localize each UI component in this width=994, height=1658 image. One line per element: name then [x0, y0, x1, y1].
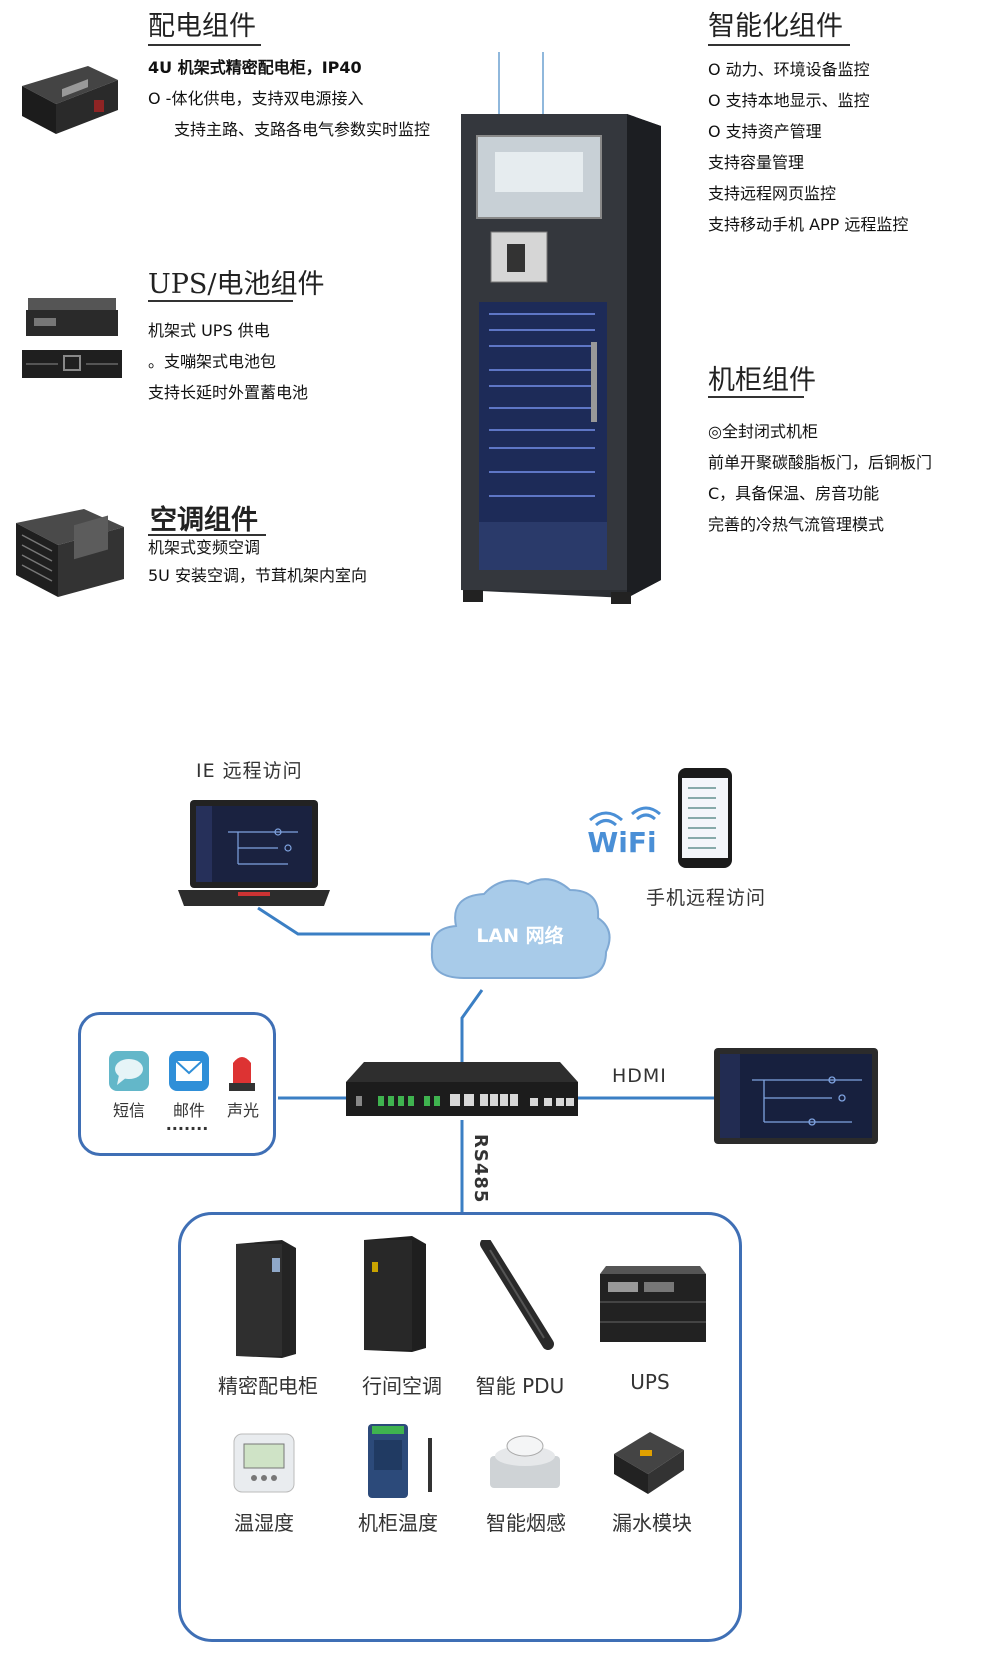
inrow-ac-image: [364, 1236, 426, 1352]
wifi-icon: WiFi: [587, 806, 661, 858]
cabinet-temperature-sensor-image: [368, 1424, 432, 1498]
device-label-smoke: 智能烟感: [486, 1511, 566, 1535]
sms-label: 短信: [112, 1101, 145, 1120]
power-distribution-unit-image: [22, 66, 118, 134]
local-display-image: [714, 1048, 878, 1144]
device-label-pdu-cabinet: 精密配电柜: [218, 1374, 318, 1398]
device-label-ups: UPS: [630, 1370, 670, 1394]
smart-feature-6: 支持移动手机 APP 远程监控: [708, 215, 909, 234]
micro-module-cabinet-image: [461, 52, 661, 604]
cabinet-title-underline: [708, 396, 804, 398]
smart-component-title: 智能化组件: [708, 11, 843, 42]
device-label-cabinet-temp: 机柜温度: [358, 1511, 438, 1535]
lan-cloud-icon: LAN 网络: [430, 878, 611, 979]
smart-feature-3: O 支持资产管理: [708, 122, 822, 141]
phone-access-label: 手机远程访问: [646, 887, 767, 909]
laptop-to-lan-line: [257, 906, 430, 936]
smart-feature-4: 支持容量管理: [708, 153, 805, 172]
lan-label: LAN 网络: [476, 924, 563, 947]
mail-icon: [169, 1051, 209, 1091]
smoke-detector-image: [490, 1435, 560, 1488]
cabinet-component-title: 机柜组件: [708, 365, 816, 396]
ac-feature-list: 机架式变频空调 5U 安装空调，节茸机架内室向: [148, 534, 367, 590]
ac-title-underline: [148, 534, 266, 536]
ac-unit-image: [16, 509, 124, 597]
smart-feature-list: O 动力、环境设备监控 O 支持本地显示、监控 O 支持资产管理 支持容量管理 …: [708, 54, 908, 240]
ups-feature-list: 机架式 UPS 供电 。支嘣架式电池包 支持长延时外置蓄电池: [148, 315, 308, 408]
device-label-smart-pdu: 智能 PDU: [475, 1374, 565, 1398]
ups-device-image: [600, 1266, 706, 1342]
ups-battery-image: [22, 298, 122, 378]
cabinet-feature-1: ◎全封闭式机柜: [708, 422, 818, 441]
precision-pdu-cabinet-image: [236, 1240, 296, 1358]
smart-title-underline: [708, 44, 850, 46]
ac-component-title: 空调组件: [150, 505, 258, 536]
ups-feature-3: 支持长延时外置蓄电池: [148, 383, 309, 402]
cabinet-feature-3: C，具备保温、房音功能: [708, 484, 880, 503]
water-leak-module-image: [614, 1432, 684, 1494]
smart-feature-2: O 支持本地显示、监控: [708, 91, 870, 110]
temp-humidity-sensor-image: [233, 1433, 295, 1493]
power-title-underline: [148, 44, 261, 46]
ups-component-title: UPS/电池组件: [148, 269, 325, 300]
cabinet-feature-4: 完善的冷热气流管理模式: [708, 515, 885, 534]
ie-access-label: IE 远程访问: [196, 760, 303, 782]
smart-pdu-image: [480, 1240, 554, 1350]
wifi-text: WiFi: [587, 826, 656, 858]
field-devices-box: [178, 1212, 742, 1642]
device-label-water-leak: 漏水模块: [612, 1511, 692, 1535]
power-feature-list: 4U 机架式精密配电柜，IP40 O -体化供电，支持双电源接入 支持主路、支路…: [148, 52, 430, 145]
ac-feature-1: 机架式变频空调: [148, 538, 261, 557]
cabinet-feature-2: 前单开聚碳酸脂板门，后铜板门: [708, 453, 933, 472]
smartphone-image: [678, 768, 732, 868]
ac-feature-2: 5U 安装空调，节茸机架内室向: [148, 566, 367, 585]
smart-feature-5: 支持远程网页监控: [708, 184, 837, 203]
mail-label: 邮件: [172, 1101, 205, 1120]
light-label: 声光: [226, 1101, 259, 1120]
more-alarms-ellipsis: ·······: [165, 1119, 209, 1138]
ups-title-underline: [148, 300, 293, 302]
power-feature-3: 支持主路、支路各电气参数实时监控: [174, 120, 431, 139]
ups-feature-2: 。支嘣架式电池包: [148, 352, 277, 371]
hdmi-label: HDMI: [612, 1065, 667, 1087]
power-component-title: 配电组件: [148, 11, 256, 42]
cabinet-feature-list: ◎全封闭式机柜 前单开聚碳酸脂板门，后铜板门 C，具备保温、房音功能 完善的冷热…: [708, 416, 932, 540]
lan-to-host-line: [460, 989, 484, 1062]
laptop-image: [178, 800, 330, 906]
rs485-label: RS485: [470, 1134, 491, 1204]
alarm-light-icon: [229, 1057, 255, 1091]
monitoring-host-image: [346, 1062, 578, 1116]
power-feature-1: 4U 机架式精密配电柜，IP40: [148, 58, 362, 77]
device-label-inrow-ac: 行间空调: [362, 1374, 442, 1398]
alarm-notification-box: 短信 邮件 声光 ·······: [78, 1012, 276, 1156]
power-feature-2: O -体化供电，支持双电源接入: [148, 89, 364, 108]
smart-feature-1: O 动力、环境设备监控: [708, 60, 870, 79]
sms-icon: [109, 1051, 149, 1091]
ups-feature-1: 机架式 UPS 供电: [148, 321, 270, 340]
device-label-temp-humidity: 温湿度: [234, 1511, 294, 1535]
